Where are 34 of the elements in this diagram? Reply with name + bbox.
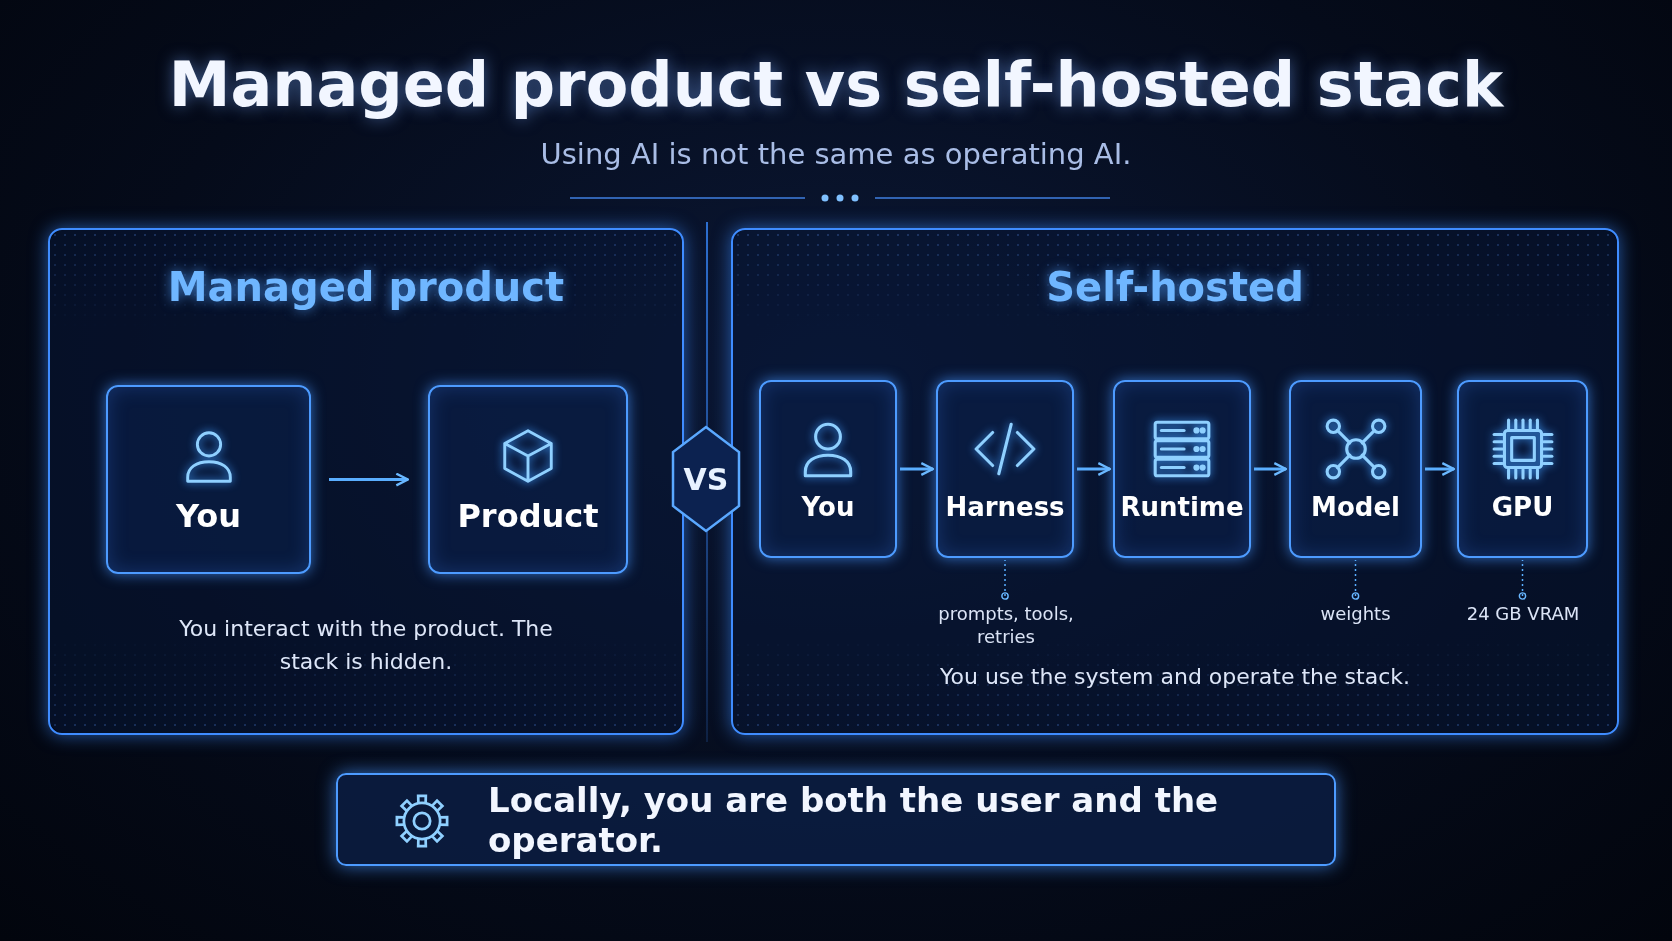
annotation-text: 24 GB VRAM	[1448, 602, 1598, 632]
arrow	[900, 462, 935, 476]
component-card	[106, 385, 311, 574]
arrow	[1254, 462, 1288, 476]
card-label: Product	[457, 496, 599, 535]
component-card	[1457, 380, 1588, 558]
component-card	[936, 380, 1074, 558]
leader-line	[1518, 559, 1527, 600]
component-card	[1289, 380, 1422, 558]
arrow	[329, 472, 410, 487]
panel-description: You use the system and operate the stack.	[939, 663, 1411, 691]
card-label: Model	[1311, 492, 1400, 522]
annotation-text: prompts, tools, retries	[918, 602, 1094, 662]
summary-banner	[336, 773, 1336, 866]
vs-badge: VS	[670, 424, 742, 534]
panel-description: You interact with the product. The stack is hidden.	[178, 615, 554, 676]
annotation-text: weights	[1298, 602, 1413, 632]
card-label: Runtime	[1120, 492, 1244, 522]
arrow	[1425, 462, 1456, 476]
card-label: You	[176, 496, 241, 535]
panel-heading: Self-hosted	[1045, 264, 1305, 310]
title: Managed product vs self-hosted stack	[167, 48, 1505, 121]
card-label: Harness	[945, 492, 1065, 522]
subtitle: Using AI is not the same as operating AI.	[539, 137, 1133, 171]
arrow	[1077, 462, 1112, 476]
card-label: GPU	[1491, 492, 1554, 522]
component-card	[1113, 380, 1251, 558]
banner-text: Locally, you are both the user and the operator.	[488, 779, 1220, 860]
leader-line	[1001, 559, 1009, 600]
card-label: You	[801, 492, 855, 522]
panel-heading: Managed product	[166, 264, 566, 310]
component-card	[428, 385, 628, 574]
leader-line	[1351, 559, 1360, 600]
component-card	[759, 380, 897, 558]
